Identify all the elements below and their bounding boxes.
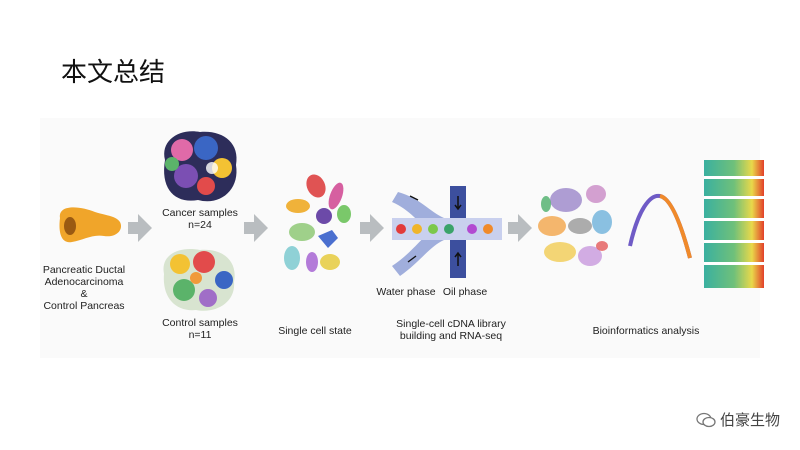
single-cells-icon (284, 174, 351, 272)
watermark: 伯豪生物 (696, 409, 780, 430)
flow-arrow-1 (128, 214, 152, 242)
pancreas-icon (59, 207, 122, 243)
wechat-icon (696, 412, 716, 427)
cancer-samples-title: Cancer samples (162, 207, 238, 219)
page-title: 本文总结 (61, 58, 166, 88)
control-samples-title: Control samples (162, 317, 238, 329)
pdac-label-line4: Control Pancreas (43, 300, 125, 312)
single-cell-label: Single cell state (278, 325, 352, 337)
water-phase-label: Water phase (376, 286, 436, 298)
flow-arrow-4 (508, 214, 532, 242)
heatmap-icon (704, 160, 764, 288)
pdac-label-line3: & (80, 288, 88, 300)
pdac-label: Pancreatic Ductal Adenocarcinoma & Contr… (36, 264, 132, 312)
library-label-line2: building and RNA-seq (399, 330, 503, 342)
flow-arrow-3 (360, 214, 384, 242)
tsne-plot-icon (538, 185, 612, 266)
cancer-samples-label: Cancer samples n=24 (158, 207, 242, 231)
pdac-label-line1: Pancreatic Ductal (42, 264, 126, 276)
control-samples-label: Control samples n=11 (158, 317, 242, 341)
trajectory-curve-icon (628, 193, 692, 259)
oil-phase-label: Oil phase (442, 286, 488, 298)
library-label: Single-cell cDNA library building and RN… (386, 318, 516, 342)
bioinfo-label: Bioinformatics analysis (592, 325, 700, 337)
library-label-line1: Single-cell cDNA library (396, 318, 506, 330)
flow-arrow-2 (244, 214, 268, 242)
control-tissue-icon (163, 249, 235, 311)
control-samples-count: n=11 (188, 329, 212, 341)
watermark-text: 伯豪生物 (719, 411, 780, 429)
pdac-label-line2: Adenocarcinoma (44, 276, 124, 288)
cancer-samples-count: n=24 (188, 219, 212, 231)
cancer-tissue-icon (164, 131, 237, 202)
microfluidic-chip-icon (392, 186, 502, 278)
